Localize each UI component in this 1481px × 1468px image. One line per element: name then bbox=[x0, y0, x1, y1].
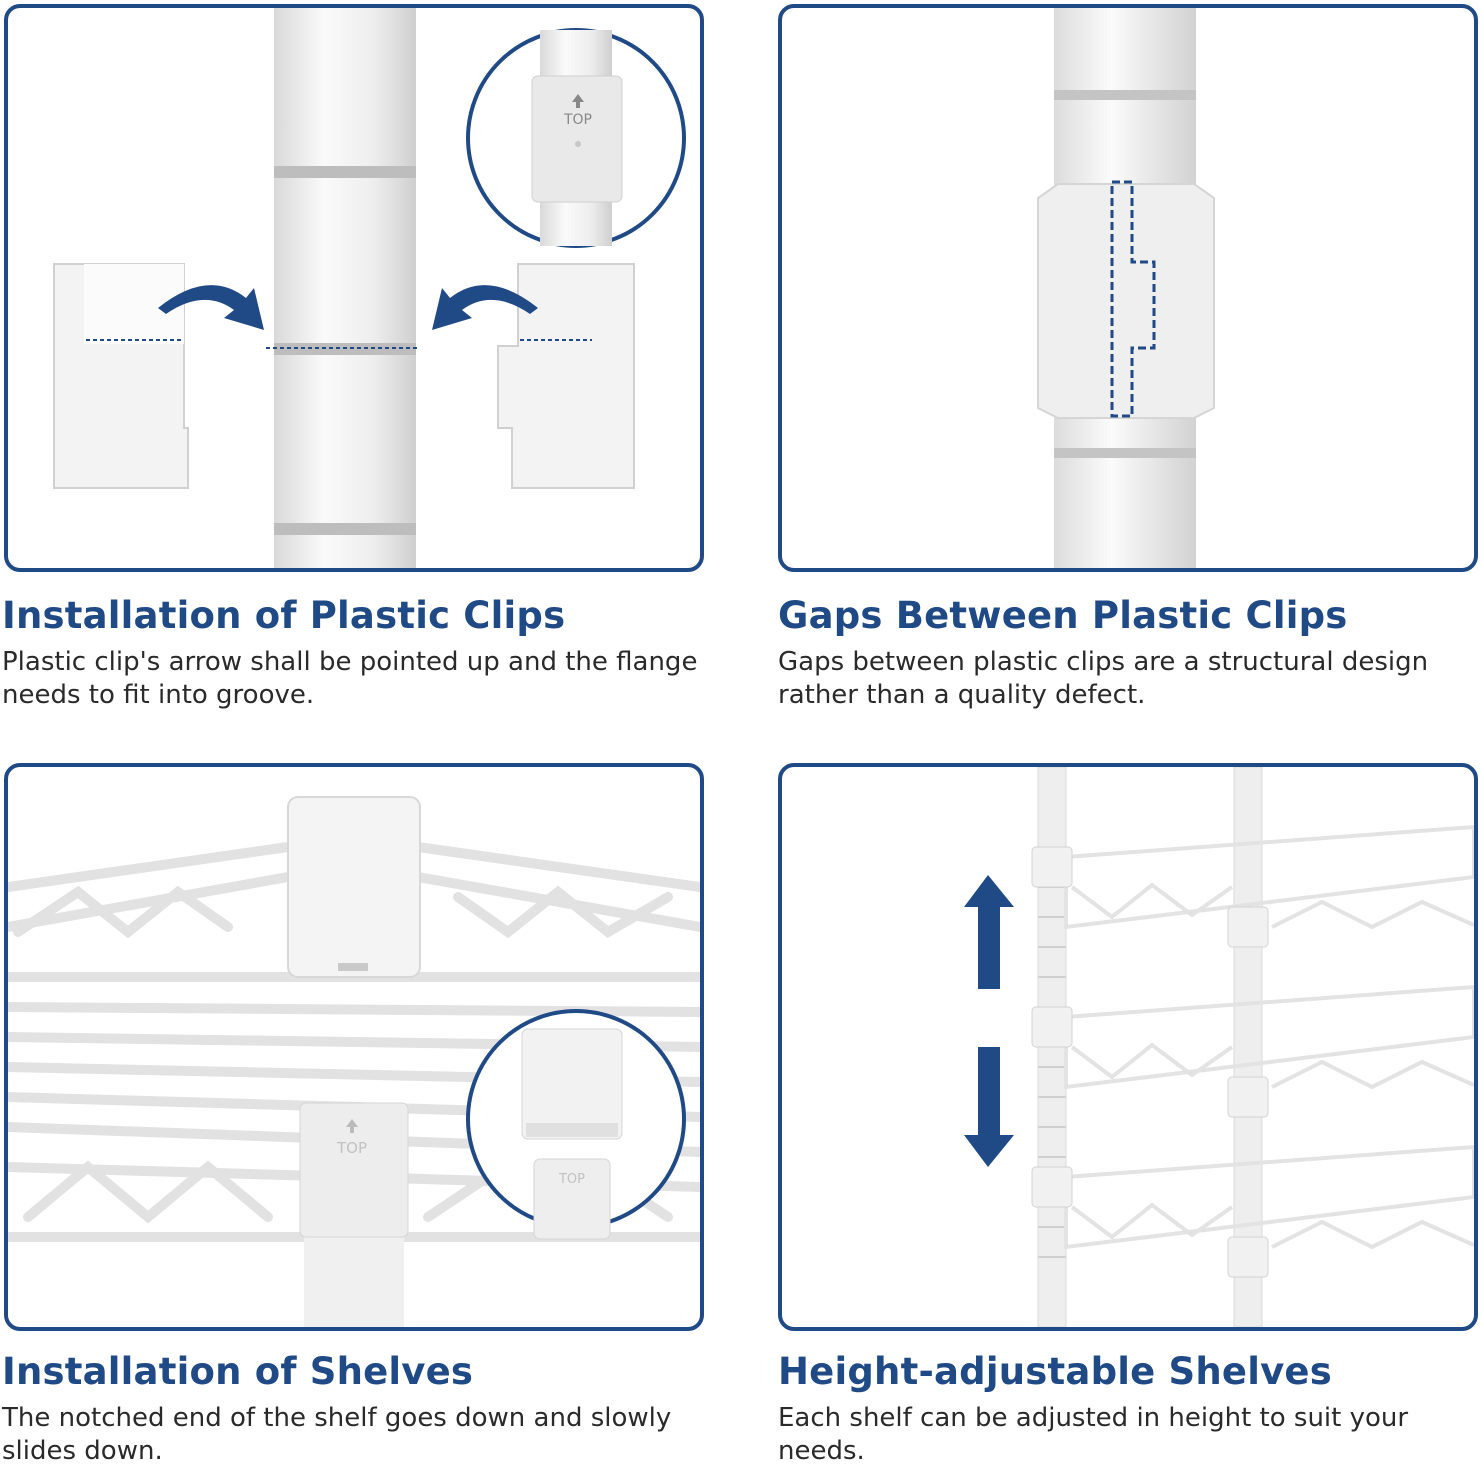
desc-gaps-plastic-clips: Gaps between plastic clips are a structu… bbox=[778, 647, 1429, 710]
title-installation-shelves: Installation of Shelves bbox=[2, 1350, 474, 1393]
desc-installation-shelves: The notched end of the shelf goes down a… bbox=[2, 1403, 672, 1466]
desc-installation-plastic-clips: Plastic clip's arrow shall be pointed up… bbox=[2, 647, 698, 710]
down-arrow-icon bbox=[964, 1047, 1014, 1167]
illustration-shelf-corner: TOP TOP bbox=[8, 796, 700, 1327]
clip-top-label: TOP bbox=[336, 1139, 367, 1157]
illustration-clip-gap bbox=[1037, 8, 1215, 568]
up-arrow-icon bbox=[964, 875, 1014, 989]
panel-installation-shelves: TOP TOP bbox=[4, 763, 704, 1331]
inset-top-label: TOP bbox=[558, 1172, 585, 1187]
top-arrow-icon bbox=[572, 94, 584, 108]
illustration-adjustable-shelves bbox=[964, 767, 1474, 1327]
title-gaps-plastic-clips: Gaps Between Plastic Clips bbox=[778, 594, 1348, 637]
title-height-adjustable-shelves: Height-adjustable Shelves bbox=[778, 1350, 1332, 1393]
panel-height-adjustable-shelves bbox=[778, 763, 1478, 1331]
inset-top-label: TOP bbox=[563, 112, 592, 128]
illustration-pole-clips: TOP bbox=[53, 8, 686, 568]
panel-installation-plastic-clips: TOP bbox=[4, 4, 704, 572]
curved-arrow-icon bbox=[158, 285, 264, 330]
top-arrow-icon bbox=[346, 1119, 358, 1133]
panel-gaps-plastic-clips bbox=[778, 4, 1478, 572]
title-installation-plastic-clips: Installation of Plastic Clips bbox=[2, 594, 566, 637]
curved-arrow-icon bbox=[432, 285, 538, 330]
desc-height-adjustable-shelves: Each shelf can be adjusted in height to … bbox=[778, 1403, 1409, 1466]
